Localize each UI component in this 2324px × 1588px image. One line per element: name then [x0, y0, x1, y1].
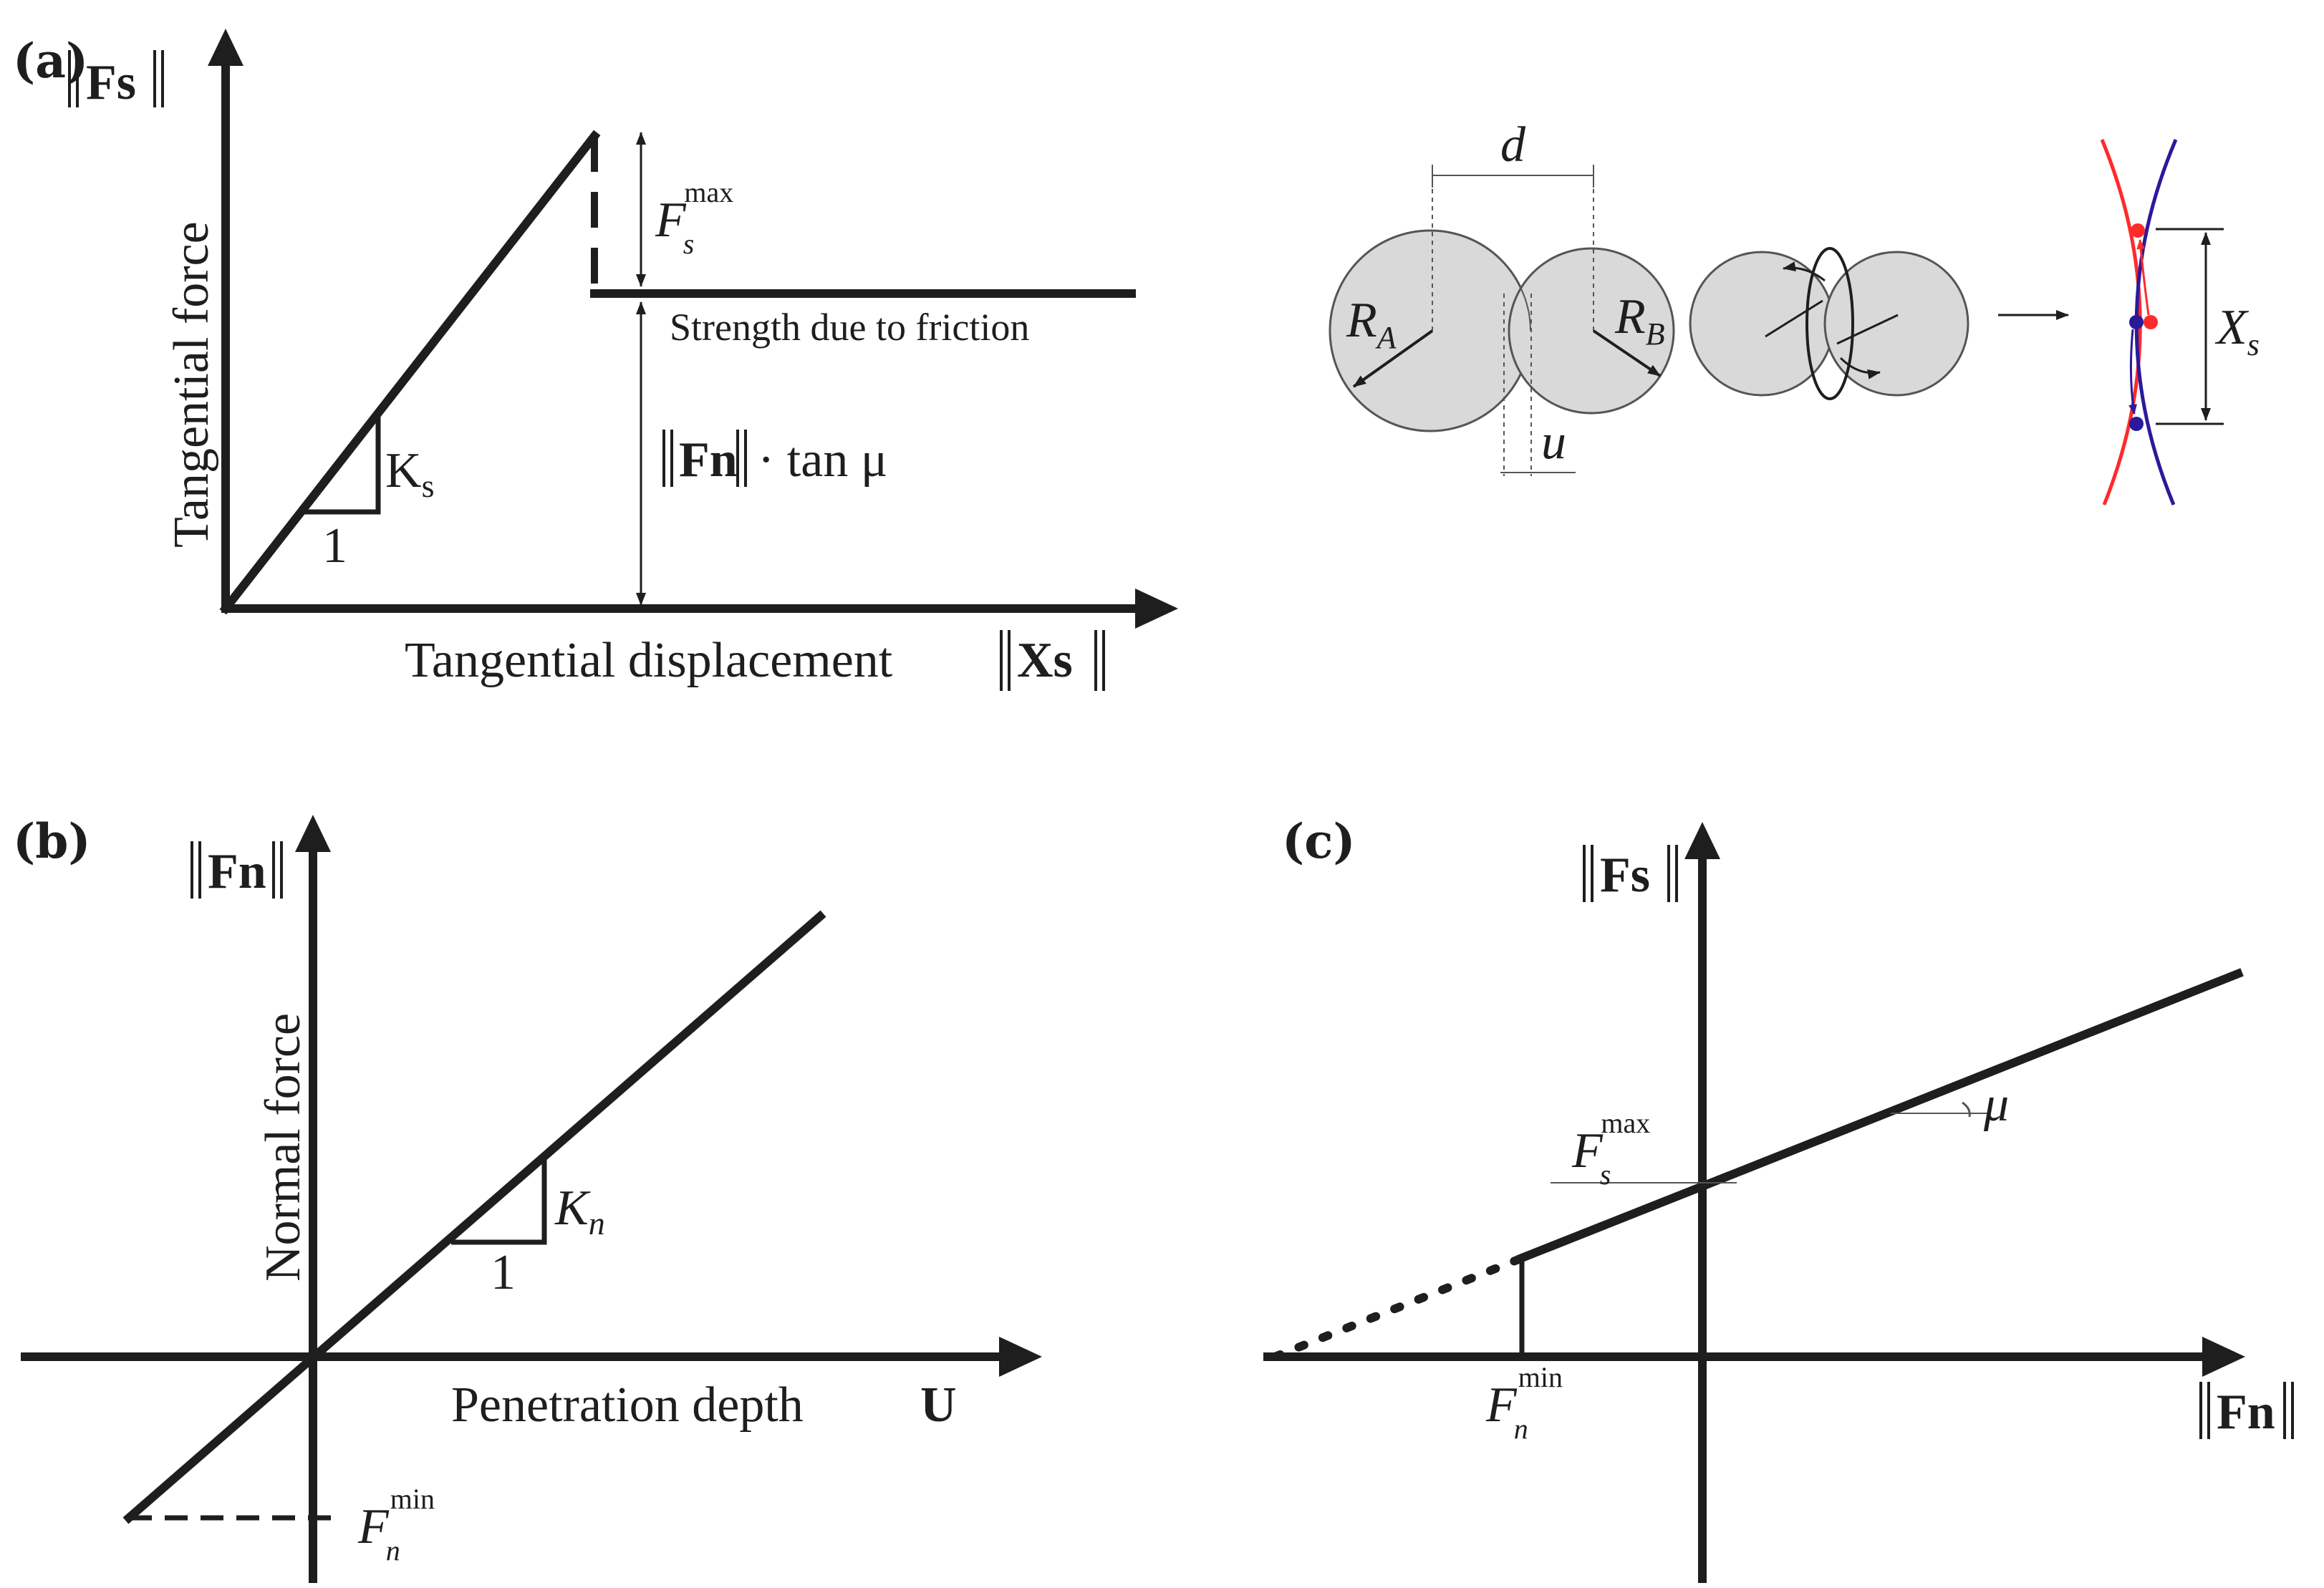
panel-c-label: (c)	[1282, 813, 1356, 869]
min-label: Fnmin	[1485, 1361, 1563, 1445]
slope-triangle	[301, 415, 381, 515]
sphere-contact-sketch: d RA RB u Xs	[1329, 117, 2260, 505]
distance-label: d	[1500, 117, 1526, 173]
y-axis-arrowhead	[295, 815, 331, 852]
svg-text:Fn: Fn	[208, 844, 266, 899]
y-axis-symbol: Fn	[191, 841, 283, 899]
panel-c: (c) Fs Fn Fsmax μ Fnmin	[1263, 813, 2294, 1583]
x-axis-label: Tangential displacement	[405, 633, 893, 688]
radius-a-label: RA	[1346, 293, 1397, 355]
svg-text:Xs: Xs	[1017, 633, 1073, 688]
svg-text:· tan μ: · tan μ	[758, 432, 887, 488]
panel-b-label: (b)	[13, 813, 91, 869]
slope-label: Ks	[385, 443, 434, 504]
x-axis-arrowhead	[1135, 589, 1178, 629]
svg-text:Fn: Fn	[679, 432, 738, 488]
y-axis-label: Tangential force	[164, 221, 219, 548]
panel-b: (b) Fn Normal force Kn 1 Penetration dep…	[13, 813, 1042, 1583]
friction-strength-label: Strength due to friction	[670, 306, 1029, 349]
svg-text:Fs: Fs	[1600, 848, 1650, 903]
slope-run-label: 1	[322, 518, 347, 573]
peak-label: Fsmax	[655, 176, 733, 260]
tension-dotted-extension	[1271, 1256, 1521, 1361]
x-axis-symbol: U	[920, 1378, 957, 1433]
strength-envelope	[1516, 968, 2244, 1264]
x-axis-symbol: Fn	[2199, 1382, 2294, 1440]
slope-triangle	[451, 1160, 547, 1245]
min-label: Fnmin	[357, 1483, 435, 1567]
y-axis-label: Normal force	[256, 1013, 311, 1282]
elastic-branch	[219, 130, 601, 615]
y-axis-arrowhead	[208, 29, 244, 66]
slope-run-label: 1	[491, 1245, 516, 1300]
normal-force-line	[122, 910, 826, 1524]
panel-a: (a) Fs Tangential force Ks 1 Fsmax	[13, 29, 1178, 691]
x-axis-arrowhead	[2202, 1337, 2245, 1377]
residual-label: Fn · tan μ	[662, 430, 887, 488]
slope-label: Kn	[554, 1181, 605, 1241]
x-axis-label: Penetration depth	[451, 1378, 804, 1433]
panel-a-label: (a)	[13, 33, 88, 89]
sphere-pair-right	[1823, 251, 1969, 397]
overlap-label: u	[1541, 415, 1566, 470]
intercept-label: Fsmax	[1571, 1107, 1650, 1191]
angle-label: μ	[1983, 1077, 2009, 1132]
radius-b-arrow	[1592, 329, 1662, 377]
x-axis-arrowhead	[999, 1337, 1042, 1377]
sphere-b	[1508, 247, 1675, 415]
shear-label: Xs	[2214, 300, 2260, 362]
svg-text:Fs: Fs	[86, 55, 136, 110]
radius-b-label: RB	[1614, 289, 1665, 352]
y-axis-symbol: Fs	[1583, 845, 1678, 903]
x-axis-symbol: Xs	[1000, 630, 1105, 691]
y-axis-arrowhead	[1684, 822, 1720, 859]
y-axis-symbol: Fs	[68, 50, 164, 110]
radius-a-arrow	[1352, 329, 1434, 388]
svg-text:Fn: Fn	[2217, 1385, 2275, 1440]
contact-plane-ellipse	[1805, 247, 1854, 400]
